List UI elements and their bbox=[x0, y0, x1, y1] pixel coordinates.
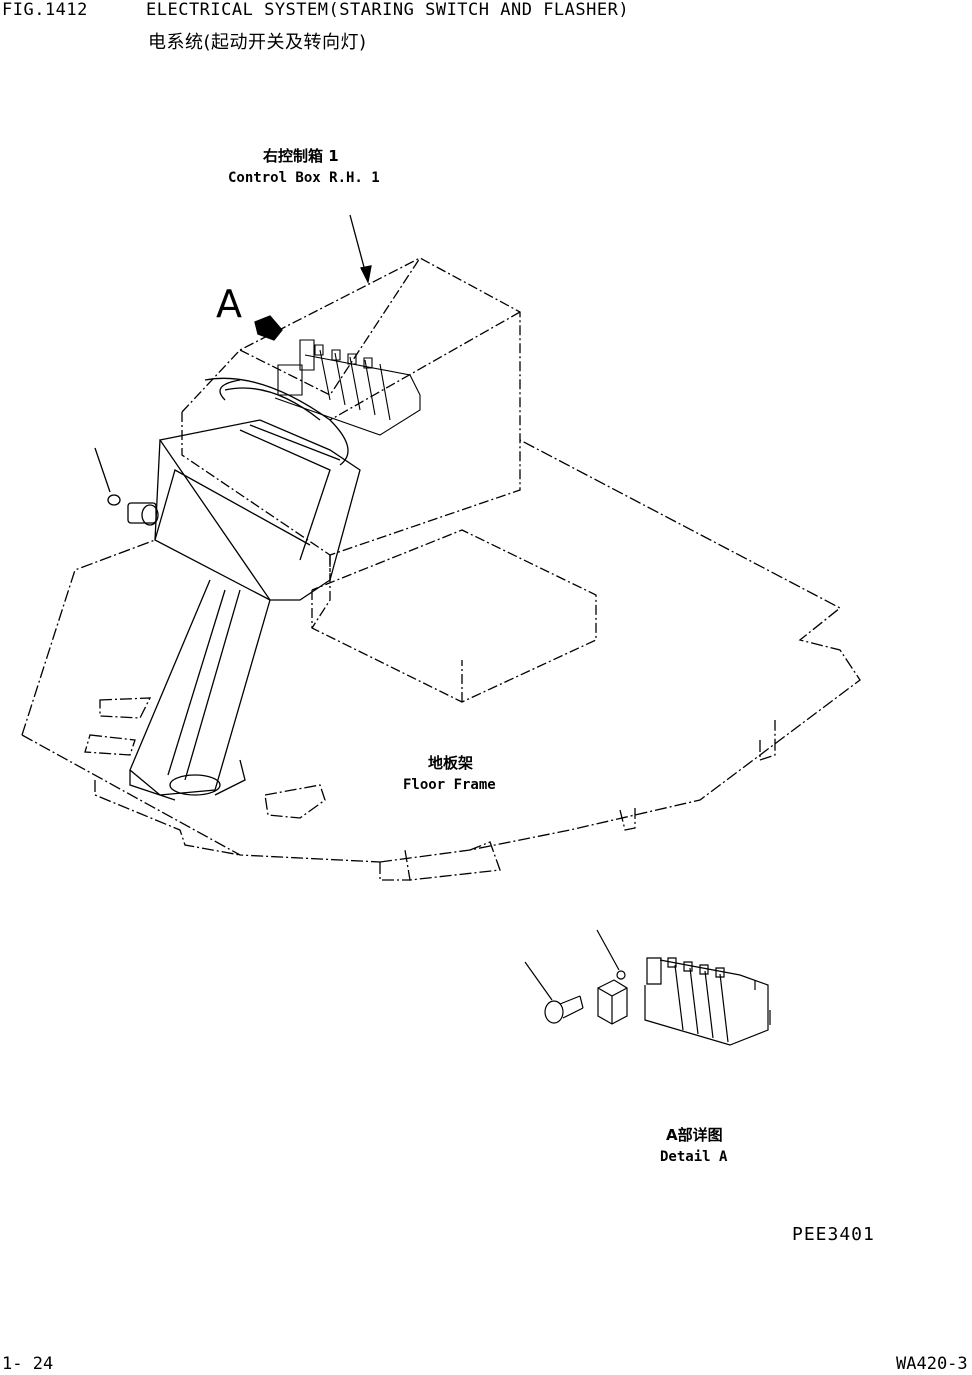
switch-cluster-on-box bbox=[275, 340, 420, 435]
drawing-code: PEE3401 bbox=[792, 1224, 875, 1245]
control-box-outline bbox=[182, 258, 520, 628]
floor-frame-outline bbox=[22, 440, 860, 880]
detail-a-parts bbox=[525, 930, 770, 1045]
view-a-marker: A bbox=[216, 282, 242, 326]
model-number: WA420-3 bbox=[896, 1354, 968, 1374]
control-box-label-en: Control Box R.H. 1 bbox=[228, 170, 380, 186]
figure-title-cn: 电系统(起动开关及转向灯) bbox=[148, 32, 367, 53]
floor-frame-label-cn: 地板架 bbox=[428, 754, 474, 772]
view-a-arrow bbox=[255, 316, 282, 340]
lower-box-outline bbox=[312, 530, 596, 702]
detail-a-label-en: Detail A bbox=[660, 1149, 728, 1165]
page-number: 1- 24 bbox=[2, 1354, 54, 1374]
figure-number: FIG.1412 bbox=[2, 0, 88, 20]
floor-frame-label-en: Floor Frame bbox=[403, 777, 496, 793]
steering-column bbox=[130, 378, 360, 800]
figure-title-en: ELECTRICAL SYSTEM(STARING SWITCH AND FLA… bbox=[146, 0, 630, 20]
starting-switch-on-column bbox=[95, 448, 158, 525]
control-box-label-cn: 右控制箱 1 bbox=[263, 147, 339, 165]
detail-a-label-cn: A部详图 bbox=[666, 1126, 723, 1144]
